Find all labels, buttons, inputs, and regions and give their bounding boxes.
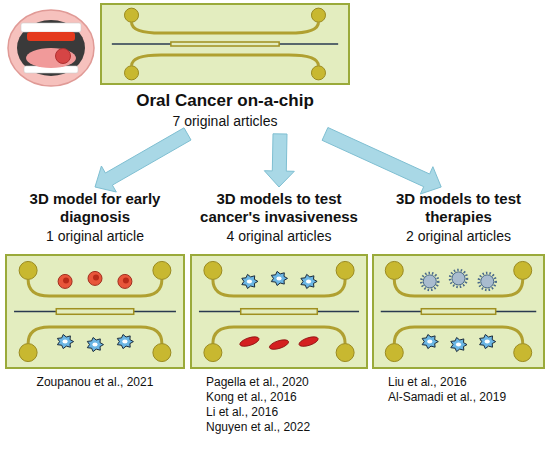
article-count: 4 original articles [190,228,368,246]
article-count: 2 original articles [372,228,545,246]
lower-channel [132,55,319,66]
citation-label: Kong et al., 2016 [206,390,297,405]
invasive-cell [298,334,319,347]
stromal-cell [422,334,438,348]
chip-port [311,66,325,80]
therapy-particle-core [452,271,465,284]
chip-port [153,343,171,361]
cell-nucleus [93,274,99,280]
chip-box [5,254,185,369]
chip-port [125,66,139,80]
citation-label: Pagella et al., 2020 [206,375,309,390]
chip-drawing [374,256,543,367]
cell-nucleus [62,339,67,343]
membrane [241,308,318,314]
therapy-particle-core [423,274,436,287]
cell-nucleus [92,342,97,346]
chip-port [514,343,532,361]
chip-port [125,8,139,22]
therapy-particle [479,272,496,289]
cell-nucleus [485,339,490,343]
invasive-cell [239,334,260,347]
membrane [171,42,279,46]
node-heading: 3D models to test cancer's invasiveness [190,190,368,226]
chip-drawing [102,5,348,83]
lips [8,10,94,86]
chip-drawing [7,256,183,367]
stromal-cell [87,337,103,351]
cell-nucleus [123,277,129,283]
lesion [56,49,71,64]
invasive-cell [268,337,289,350]
membrane [421,308,495,314]
chip-model-node: 3D models to test therapies 2 original ar… [372,190,545,369]
chip-box [190,254,368,369]
block-arrow [95,128,191,192]
article-count: 7 original articles [100,113,350,131]
citation-label: Zoupanou et al., 2021 [5,375,185,390]
chip-port [19,261,37,279]
chip-port [336,343,354,361]
node-heading: Oral Cancer on-a-chip [100,91,350,111]
block-arrow [322,128,441,195]
chip-port [204,343,222,361]
chip-port [385,343,403,361]
article-count: 1 original article [5,228,185,246]
node-heading: 3D model for early diagnosis [5,190,185,226]
therapy-particle-core [481,274,494,287]
chip-port [204,261,222,279]
citation-label: Al-Samadi et al., 2019 [388,390,506,405]
chip-port [385,261,403,279]
chip-port [19,343,37,361]
mouth-cavity [17,20,85,76]
stromal-cell [242,274,258,288]
tumor-cell [118,274,132,288]
cell-nucleus [122,339,127,343]
therapy-particle [421,272,438,289]
cell-nucleus [276,276,281,280]
stromal-cell [271,271,287,285]
chip-model-node: 3D models to test cancer's invasiveness 4… [190,190,368,369]
palate [27,32,75,41]
membrane [56,308,133,314]
citation-label: Liu et al., 2016 [388,375,467,390]
chip-box [372,254,545,369]
citation-label: Li et al., 2016 [206,405,278,420]
therapy-particle [450,269,467,286]
chip-port [514,261,532,279]
chip-overview-node: Oral Cancer on-a-chip 7 original articles [100,3,350,131]
chip-port [311,8,325,22]
stromal-cell [451,337,467,351]
stromal-cell [117,334,133,348]
tongue [26,48,76,68]
upper-channel [132,22,319,33]
cell-nucleus [63,277,69,283]
mouth-illustration [6,4,96,89]
cell-nucleus [306,279,311,283]
cell-nucleus [456,342,461,346]
chip-port [336,261,354,279]
block-arrow [264,134,294,187]
stromal-cell [301,274,317,288]
chip-drawing [192,256,366,367]
citation-label: Nguyen et al., 2022 [206,420,310,435]
cell-nucleus [247,279,252,283]
chip-model-node: 3D model for early diagnosis 1 original a… [5,190,185,369]
cell-nucleus [427,339,432,343]
chip-port [153,261,171,279]
stromal-cell [480,334,496,348]
node-heading: 3D models to test therapies [372,190,545,226]
tumor-cell [58,274,72,288]
chip-box [100,3,350,85]
tumor-cell [88,271,102,285]
stromal-cell [57,334,73,348]
upper-teeth [21,23,81,32]
